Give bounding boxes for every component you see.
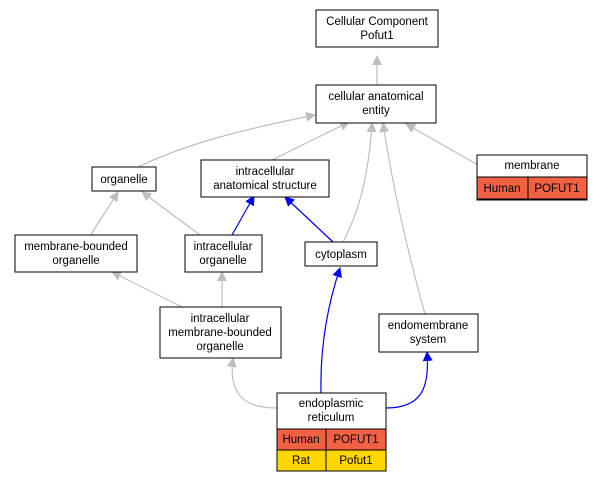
- annotation-gene: POFUT1: [333, 434, 378, 446]
- edges: [89, 55, 479, 409]
- node-label: organelle: [100, 174, 147, 186]
- annotation-species: Rat: [292, 455, 311, 467]
- node-label: organelle: [196, 341, 243, 353]
- edge-er-to-imbo: [226, 357, 278, 409]
- node-endoplasmic-reticulum[interactable]: endoplasmic reticulum Human POFUT1 Rat P…: [276, 392, 387, 472]
- node-label: reticulum: [308, 412, 355, 424]
- node-intracellular-membrane-bounded-organelle[interactable]: intracellular membrane-bounded organelle: [159, 306, 282, 359]
- node-intracellular-anatomical-structure[interactable]: intracellular anatomical structure: [200, 159, 330, 198]
- node-label: Pofut1: [360, 30, 393, 42]
- node-label: Cellular Component: [326, 16, 428, 28]
- edge-io-to-organelle: [141, 191, 201, 236]
- edge-mbo-to-organelle: [89, 191, 119, 237]
- node-cytoplasm[interactable]: cytoplasm: [304, 241, 378, 267]
- node-label: endoplasmic: [299, 398, 364, 410]
- edge-cyto-to-ias: [284, 196, 334, 243]
- node-label: membrane-bounded: [24, 241, 128, 253]
- annotation-species: Human: [483, 183, 520, 195]
- node-label: endomembrane: [388, 320, 469, 332]
- edge-endo-to-cae: [379, 122, 426, 315]
- edge-membrane-to-cae: [405, 123, 479, 166]
- node-label: intracellular: [194, 241, 253, 253]
- annotation-gene: Pofut1: [339, 455, 372, 467]
- node-membrane[interactable]: membrane Human POFUT1: [476, 154, 588, 201]
- node-label: cytoplasm: [315, 249, 367, 261]
- edge-imbo-to-mbo: [111, 271, 183, 308]
- annotation-gene-cell: [527, 176, 588, 200]
- edge-io-to-ias: [231, 195, 255, 236]
- annotation-species: Human: [282, 434, 319, 446]
- node-membrane-bounded-organelle[interactable]: membrane-bounded organelle: [14, 234, 138, 273]
- node-label: organelle: [52, 255, 99, 267]
- node-label: membrane-bounded: [168, 327, 272, 339]
- node-label: organelle: [199, 255, 246, 267]
- node-intracellular-organelle[interactable]: intracellular organelle: [184, 234, 263, 273]
- edge-er-to-cyto: [320, 267, 342, 394]
- node-label: entity: [362, 105, 390, 117]
- edge-ias-to-cae: [271, 121, 350, 161]
- node-label: intracellular: [236, 166, 295, 178]
- annotation-gene-cell: [325, 449, 387, 472]
- node-label: cellular anatomical: [328, 91, 423, 103]
- node-label: intracellular: [191, 313, 250, 325]
- edge-cyto-to-cae: [342, 122, 377, 243]
- node-label: membrane: [505, 160, 560, 172]
- node-endomembrane-system[interactable]: endomembrane system: [378, 313, 479, 353]
- node-cellular-component[interactable]: Cellular Component Pofut1: [315, 9, 439, 48]
- node-organelle[interactable]: organelle: [91, 166, 157, 192]
- edge-organelle-to-cae: [137, 111, 316, 168]
- annotation-gene: POFUT1: [534, 183, 579, 195]
- node-cellular-anatomical-entity[interactable]: cellular anatomical entity: [315, 84, 437, 124]
- node-label: system: [410, 334, 446, 346]
- node-label: anatomical structure: [213, 180, 317, 192]
- edge-er-to-endo: [385, 351, 433, 409]
